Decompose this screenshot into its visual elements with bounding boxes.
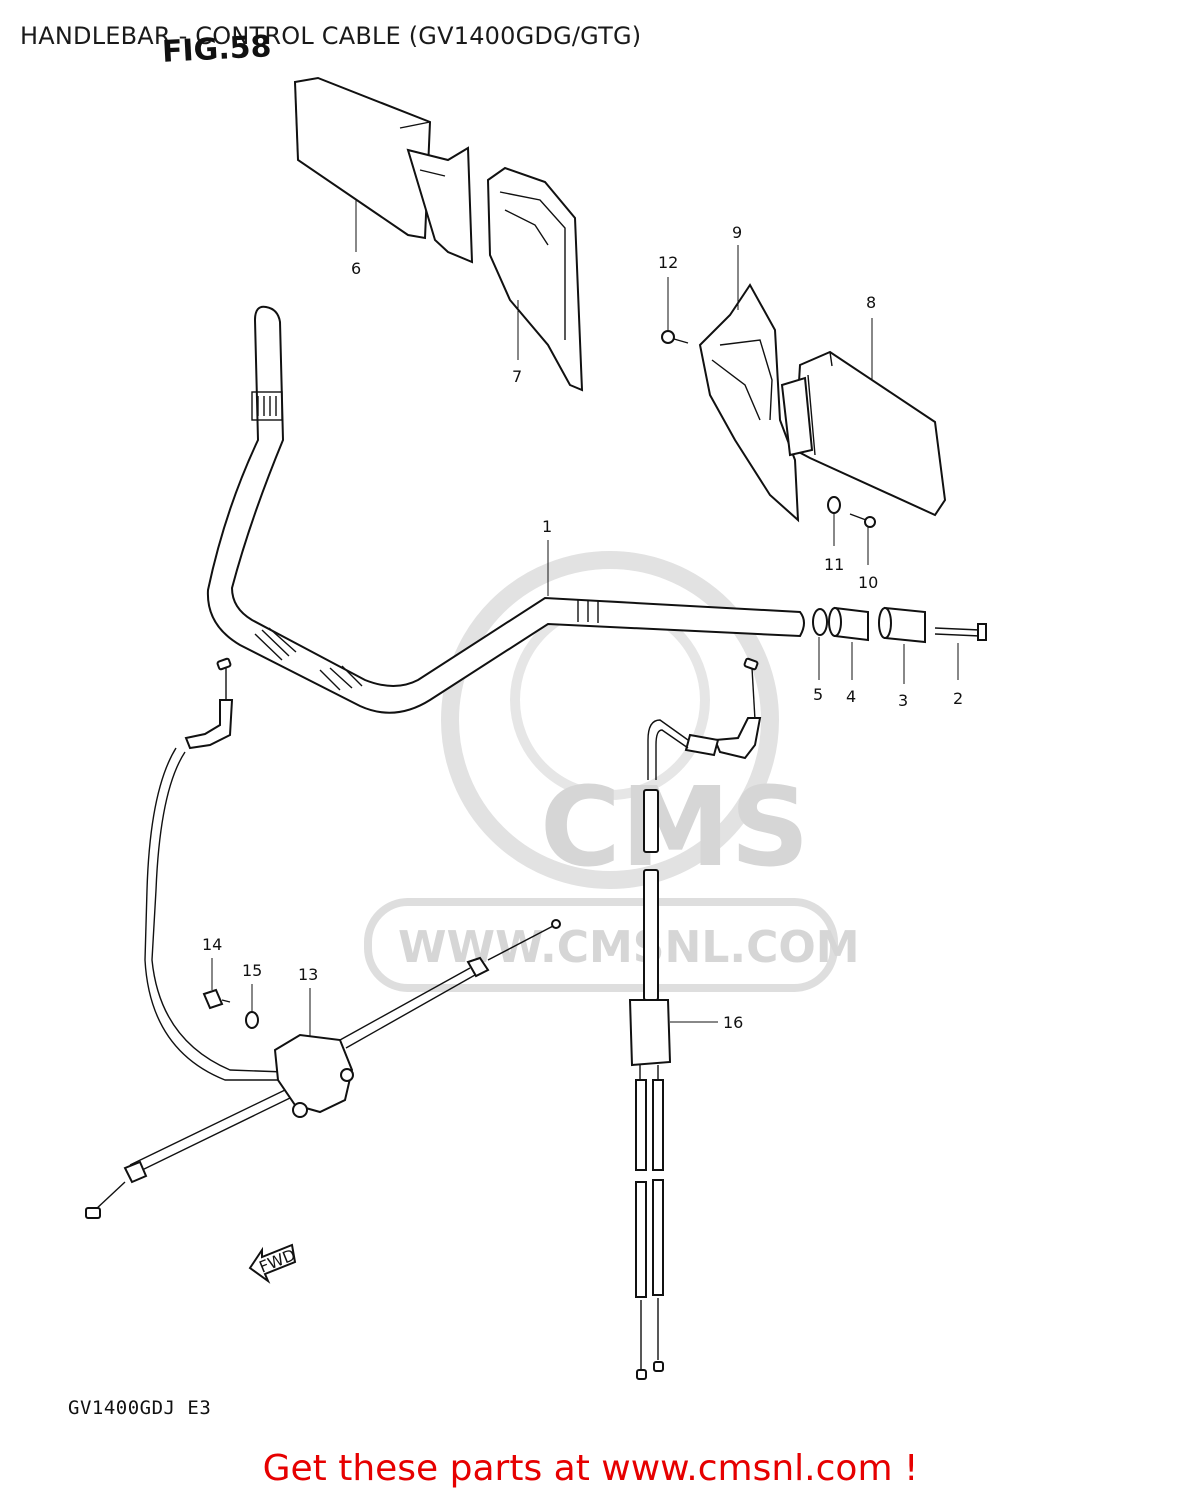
- callout-16[interactable]: 16: [723, 1013, 743, 1032]
- watermark-mascot: [441, 551, 779, 889]
- watermark: CMS WWW.CMSNL.COM: [364, 551, 860, 992]
- callout-labels: 1 2 3 4 5 6 7 8 9 10 11 12 13 14 15 16: [202, 223, 963, 1032]
- callout-13[interactable]: 13: [298, 965, 318, 984]
- callout-3[interactable]: 3: [898, 691, 908, 710]
- callout-11[interactable]: 11: [824, 555, 844, 574]
- part-10-screw[interactable]: [849, 513, 876, 528]
- page-title: HANDLEBAR - CONTROL CABLE (GV1400GDG/GTG…: [20, 22, 642, 50]
- model-code: GV1400GDJ E3: [68, 1397, 212, 1419]
- part-4-balancer[interactable]: [828, 606, 869, 642]
- callout-8[interactable]: 8: [866, 293, 876, 312]
- callout-5[interactable]: 5: [813, 685, 823, 704]
- part-11-washer[interactable]: [827, 496, 841, 514]
- watermark-url: WWW.CMSNL.COM: [398, 922, 860, 973]
- callout-7[interactable]: 7: [512, 367, 522, 386]
- callout-6[interactable]: 6: [351, 259, 361, 278]
- part-8-mirror-right[interactable]: [780, 350, 947, 517]
- watermark-brand: CMS: [540, 763, 809, 891]
- part-7-knuckle-cover-left[interactable]: [486, 166, 584, 392]
- callout-1[interactable]: 1: [542, 517, 552, 536]
- part-13-cable-joint[interactable]: [85, 919, 561, 1219]
- callout-9[interactable]: 9: [732, 223, 742, 242]
- callout-2[interactable]: 2: [953, 689, 963, 708]
- fwd-arrow-icon: FWD: [248, 1243, 298, 1284]
- part-14-nut[interactable]: [202, 988, 231, 1010]
- part-6-mirror-left[interactable]: [293, 76, 474, 264]
- callout-15[interactable]: 15: [242, 961, 262, 980]
- part-3-balancer-weight[interactable]: [878, 606, 926, 644]
- callout-4[interactable]: 4: [846, 687, 856, 706]
- footer-link[interactable]: Get these parts at www.cmsnl.com !: [262, 1448, 919, 1489]
- part-9-knuckle-cover-right[interactable]: [698, 283, 800, 523]
- callout-14[interactable]: 14: [202, 935, 222, 954]
- part-15-washer[interactable]: [245, 1011, 259, 1029]
- left-control-cable[interactable]: [144, 657, 286, 1081]
- part-12-screw[interactable]: [661, 330, 689, 344]
- leader-lines: [211, 200, 959, 1036]
- part-16-throttle-cable[interactable]: [628, 657, 762, 1380]
- part-2-bolt[interactable]: [934, 623, 987, 641]
- figure-label: FIG.58: [161, 29, 273, 70]
- part-1-handlebar[interactable]: [206, 305, 805, 714]
- callout-12[interactable]: 12: [658, 253, 678, 272]
- callout-10[interactable]: 10: [858, 573, 878, 592]
- part-5-washer[interactable]: [812, 608, 828, 636]
